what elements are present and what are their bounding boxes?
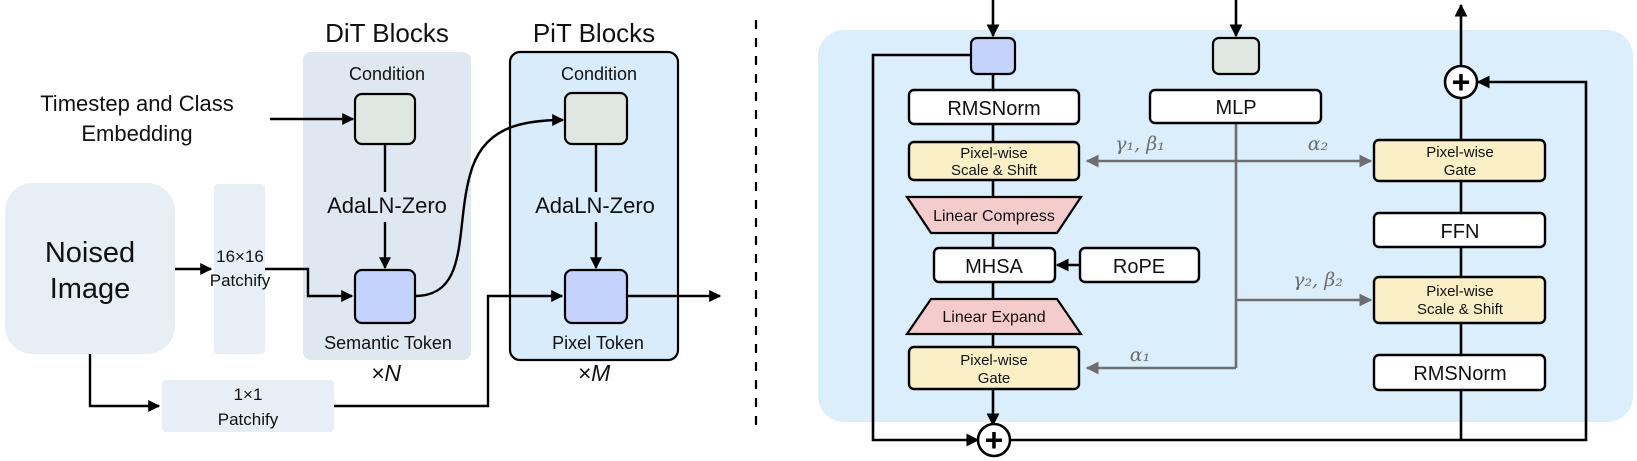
gate-1-box — [907, 345, 1081, 391]
plus-top-symbol: + — [1452, 64, 1471, 100]
patchify-1-line1: 1×1 — [234, 385, 263, 404]
pit-token-label: Pixel Token — [552, 333, 644, 353]
plus-top-circle — [1443, 64, 1479, 100]
ffn-box — [1372, 211, 1547, 249]
linear-expand-trapezoid — [904, 297, 1084, 336]
left-architecture: DiT Blocks PiT Blocks Noised Image 16×16… — [5, 18, 722, 432]
mlp-label: MLP — [1215, 97, 1256, 119]
scale-shift-1-box — [907, 140, 1081, 182]
rope-label: RoPE — [1113, 256, 1165, 278]
gamma1-beta1-label: γ₁, β₁ — [1115, 133, 1165, 155]
gate-2-box — [1372, 138, 1547, 183]
rmsnorm-bottom-label: RMSNorm — [1413, 363, 1506, 385]
pit-adaln-label: AdaLN-Zero — [535, 193, 655, 218]
scale-shift-1-line1: Pixel-wise — [960, 145, 1028, 162]
patchify-1-line2: Patchify — [218, 410, 279, 429]
pit-condition-node — [563, 91, 629, 146]
dit-repeat-label: ×N — [371, 360, 401, 386]
noised-image-line1: Noised — [45, 237, 135, 269]
dit-blocks-title: DiT Blocks — [325, 18, 449, 48]
patchify-16-line2: Patchify — [210, 271, 271, 290]
arrow-patchify-to-token — [265, 267, 354, 302]
dit-condition-label: Condition — [349, 64, 425, 84]
linear-expand-label: Linear Expand — [942, 309, 1045, 326]
gate-2-line1: Pixel-wise — [1426, 144, 1494, 161]
plus-node-top: + — [1443, 64, 1479, 100]
rope-box — [1078, 246, 1201, 284]
condition-input-node — [1211, 36, 1261, 76]
pit-pixel-token-node — [563, 268, 629, 325]
gate-2-line2: Gate — [1444, 162, 1477, 179]
modulation-arrows — [1085, 123, 1373, 375]
pit-condition-label: Condition — [561, 64, 637, 84]
gate-1-line1: Pixel-wise — [960, 352, 1028, 369]
residual-lines — [871, 0, 1588, 447]
embedding-line1: Timestep and Class — [40, 91, 234, 116]
plus-bottom-symbol: + — [985, 422, 1004, 458]
right-block-detail: RMSNorm Pixel-wise Scale & Shift Linear … — [818, 0, 1633, 458]
noised-image-box — [5, 183, 175, 354]
ffn-label: FFN — [1441, 221, 1480, 243]
noised-image-line2: Image — [50, 273, 131, 305]
mhsa-box — [932, 246, 1057, 284]
arrow-noised-to-patchify-1 — [88, 354, 161, 412]
pit-repeat-label: ×M — [578, 360, 611, 386]
rmsnorm-top-box — [907, 88, 1081, 126]
gate-1-line2: Gate — [978, 370, 1011, 387]
linear-compress-label: Linear Compress — [933, 208, 1055, 225]
scale-shift-2-box — [1372, 275, 1547, 325]
patchify-16-box — [214, 184, 265, 354]
residual-left-path — [871, 53, 980, 447]
dit-token-label: Semantic Token — [324, 333, 452, 353]
dit-condition-node — [353, 92, 417, 146]
linear-compress-trapezoid — [904, 195, 1084, 235]
scale-shift-2-line1: Pixel-wise — [1426, 283, 1494, 300]
pit-blocks-panel — [508, 50, 680, 362]
dit-adaln-label: AdaLN-Zero — [327, 193, 447, 218]
embedding-line2: Embedding — [81, 121, 192, 146]
scale-shift-2-line2: Scale & Shift — [1417, 301, 1504, 318]
pit-blocks-title: PiT Blocks — [533, 18, 655, 48]
residual-right-path — [1009, 75, 1588, 442]
patchify-16-line1: 16×16 — [216, 247, 264, 266]
rmsnorm-top-label: RMSNorm — [947, 98, 1040, 120]
mhsa-label: MHSA — [965, 256, 1023, 278]
rmsnorm-bottom-box — [1372, 353, 1547, 392]
curve-token-to-pit-condition — [414, 114, 565, 298]
plus-bottom-circle — [976, 422, 1012, 458]
patchify-1-box — [162, 380, 334, 432]
plus-node-bottom: + — [976, 422, 1012, 458]
token-input-node — [969, 36, 1017, 76]
arrow-patchify-1-to-pit — [334, 290, 564, 408]
dit-semantic-token-node — [353, 268, 417, 325]
alpha2-label: α₂ — [1308, 133, 1328, 155]
mlp-box — [1148, 88, 1323, 125]
gamma2-beta2-label: γ₂, β₂ — [1293, 269, 1343, 291]
scale-shift-1-line2: Scale & Shift — [951, 162, 1038, 179]
dit-blocks-panel — [303, 52, 471, 360]
left-arrows — [88, 113, 722, 412]
alpha1-label: α₁ — [1130, 344, 1150, 366]
